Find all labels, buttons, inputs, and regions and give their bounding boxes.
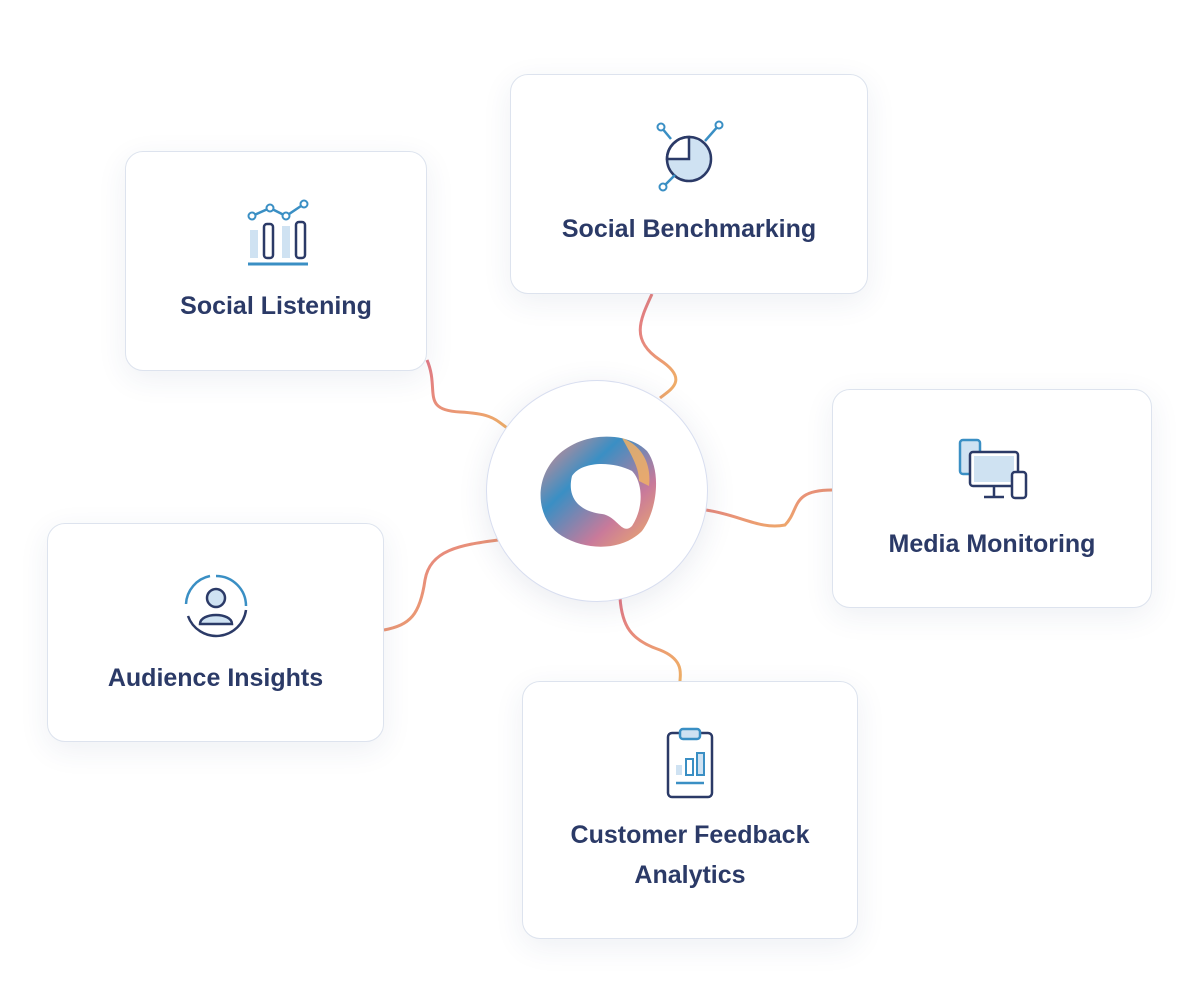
user-circle-icon [184,574,247,637]
connector-media-monitoring [705,488,833,528]
connector-social-listening [425,359,511,432]
blended-ring-logo-icon [540,436,657,547]
node-label: Social Benchmarking [561,215,817,243]
connector-customer-feedback [618,597,682,682]
pie-chart-icon [656,120,724,192]
node-label: Audience Insights [107,663,324,692]
node-social-benchmarking[interactable]: Social Benchmarking [510,74,868,294]
central-hub [486,380,708,602]
connector-audience-insights [383,538,499,632]
connector-social-benchmarking [638,293,678,400]
devices-icon [958,438,1028,499]
node-media-monitoring[interactable]: Media Monitoring [832,389,1152,608]
node-audience-insights[interactable]: Audience Insights [47,523,384,742]
chart-trend-icon [247,199,309,266]
node-label: Social Listening [180,292,372,320]
clipboard-chart-icon [666,727,714,799]
node-label: Media Monitoring [888,529,1096,558]
node-social-listening[interactable]: Social Listening [125,151,427,371]
